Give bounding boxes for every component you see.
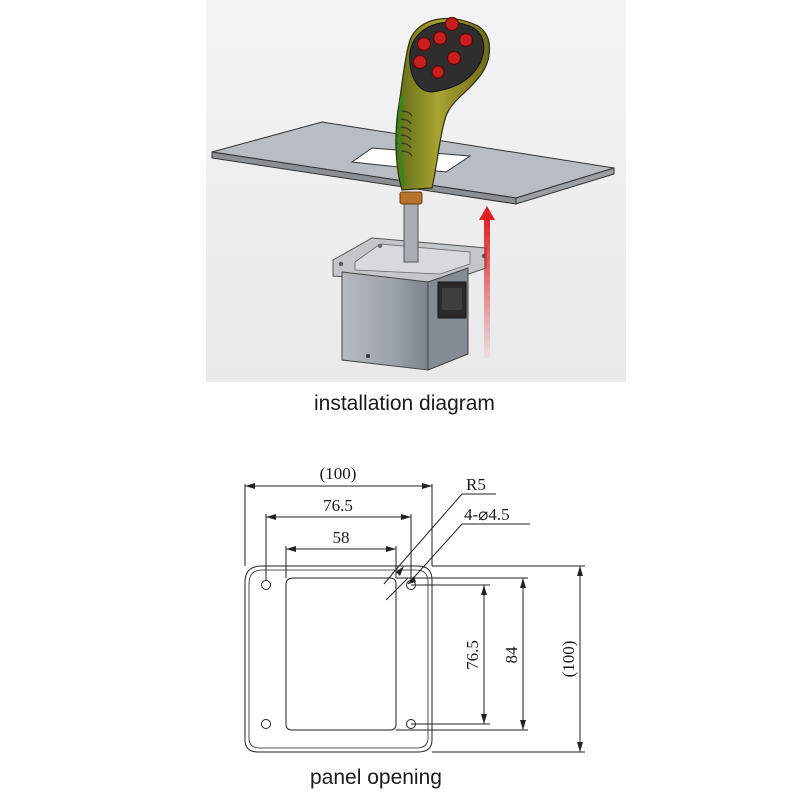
- panel-opening-caption: panel opening: [310, 766, 442, 789]
- mounting-hole: [261, 719, 271, 729]
- grip-button: [416, 36, 432, 52]
- joystick-shaft: [399, 191, 423, 263]
- leader-r5: [391, 493, 463, 575]
- panel-opening: [285, 577, 397, 731]
- grip-button: [431, 65, 445, 79]
- dim-radius: R5: [466, 475, 486, 494]
- dim-opening-height: 84: [502, 646, 521, 664]
- dim-overall-height: (100): [559, 641, 578, 678]
- grip-button: [412, 54, 428, 70]
- grip-button: [432, 30, 448, 46]
- grip-button: [444, 16, 460, 32]
- dim-opening-width: 58: [333, 528, 350, 547]
- grip-buttons: [412, 16, 474, 79]
- dim-hole-spacing-y: 76.5: [463, 640, 482, 670]
- panel-outline: [244, 565, 433, 753]
- grip-button: [446, 50, 462, 66]
- install-direction-arrow: [479, 206, 495, 358]
- leader-holes: [407, 523, 463, 585]
- dim-holes: 4-⌀4.5: [464, 505, 510, 524]
- dim-hole-spacing-x: 76.5: [323, 496, 353, 515]
- installation-caption: installation diagram: [314, 392, 495, 415]
- grip-button: [458, 32, 474, 48]
- dim-overall-width: (100): [320, 464, 357, 483]
- mounting-hole: [261, 580, 271, 590]
